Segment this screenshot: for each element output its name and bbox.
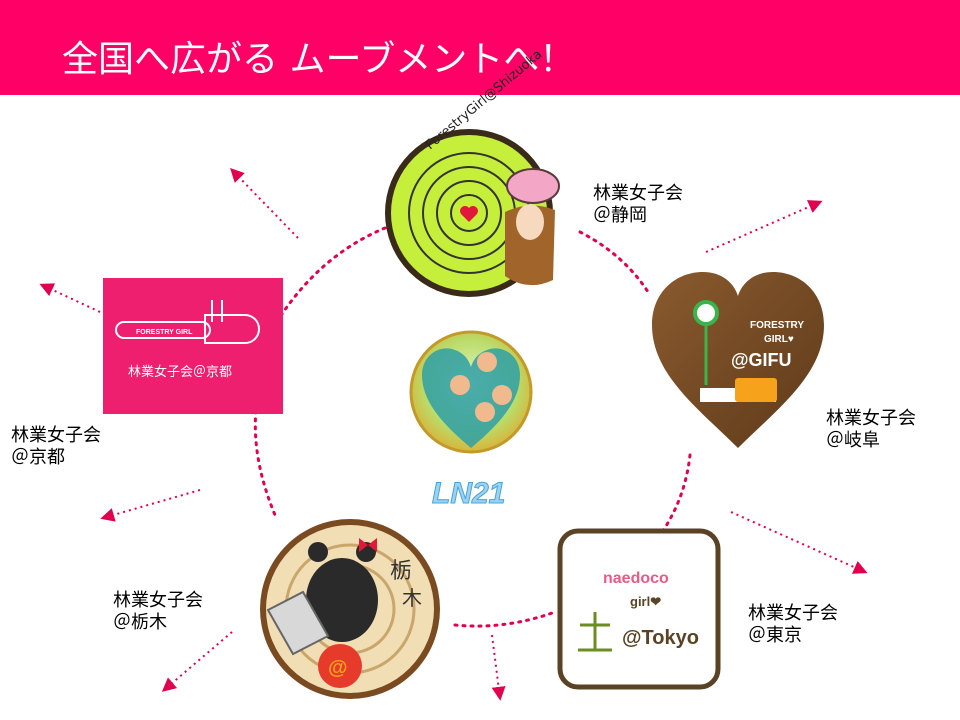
- outward-arrows: [39, 167, 868, 701]
- ln21-logo: LN21: [409, 330, 533, 511]
- label-gifu: 林業女子会 ＠岐阜: [826, 408, 916, 452]
- label-shizuoka: 林業女子会 ＠静岡: [593, 183, 683, 227]
- arrow-northeast: [705, 200, 823, 253]
- label-tochigi: 林業女子会 ＠栃木: [113, 590, 203, 634]
- label-kyoto-line2: ＠京都: [11, 447, 65, 468]
- shizuoka-logo: ForestryGirl@Shizuoka: [385, 47, 560, 297]
- gifu-logo-text-3: @GIFU: [731, 350, 792, 370]
- tokyo-logo-text-3: @Tokyo: [622, 627, 699, 649]
- slide-title: 全国へ広がる ムーブメントへ！: [62, 39, 576, 80]
- tochigi-logo: @ 栃 木: [260, 519, 440, 699]
- label-gifu-line2: ＠岐阜: [826, 430, 880, 451]
- label-tochigi-line1: 林業女子会: [113, 590, 203, 611]
- tochigi-logo-text-1: 栃: [390, 559, 412, 584]
- label-tochigi-line2: ＠栃木: [113, 612, 167, 633]
- ln21-logo-text: LN21: [432, 477, 505, 510]
- tokyo-logo-text-1: naedoco: [603, 570, 669, 587]
- arrow-south: [491, 634, 506, 701]
- kyoto-logo-text-1: FORESTRY GIRL: [136, 329, 193, 336]
- arrow-southeast: [730, 511, 868, 574]
- gifu-logo-text-1: FORESTRY: [750, 320, 804, 331]
- tokyo-logo-text-2: girl❤: [630, 594, 661, 609]
- tree-icon: [578, 612, 612, 652]
- kyoto-logo-text-2: 林業女子会＠京都: [128, 364, 232, 380]
- label-shizuoka-line2: ＠静岡: [593, 205, 647, 226]
- bear-icon: [306, 558, 378, 642]
- kyoto-logo: FORESTRY GIRL 林業女子会＠京都: [103, 278, 283, 414]
- tochigi-logo-text-2: 木: [402, 586, 422, 610]
- gifu-logo-text-2: GIRL♥: [764, 334, 794, 345]
- arrow-west-upper: [39, 283, 101, 313]
- title-bar: 全国へ広がる ムーブメントへ！: [0, 0, 960, 95]
- gifu-logo: FORESTRY GIRL♥ @GIFU: [652, 272, 824, 448]
- label-gifu-line1: 林業女子会: [826, 408, 916, 429]
- label-shizuoka-line1: 林業女子会: [593, 183, 683, 204]
- label-tokyo: 林業女子会 ＠東京: [748, 603, 838, 647]
- connection-arcs: [253, 226, 692, 628]
- tokyo-logo: naedoco girl❤ @Tokyo: [557, 528, 721, 690]
- label-kyoto-line1: 林業女子会: [11, 425, 101, 446]
- label-tokyo-line2: ＠東京: [748, 625, 802, 646]
- svg-text:@: @: [328, 657, 348, 679]
- label-tokyo-line1: 林業女子会: [748, 603, 838, 624]
- arrow-southwest: [161, 631, 233, 692]
- label-kyoto: 林業女子会 ＠京都: [11, 425, 101, 469]
- arrow-northwest: [230, 167, 299, 239]
- arrow-west-lower: [100, 489, 201, 522]
